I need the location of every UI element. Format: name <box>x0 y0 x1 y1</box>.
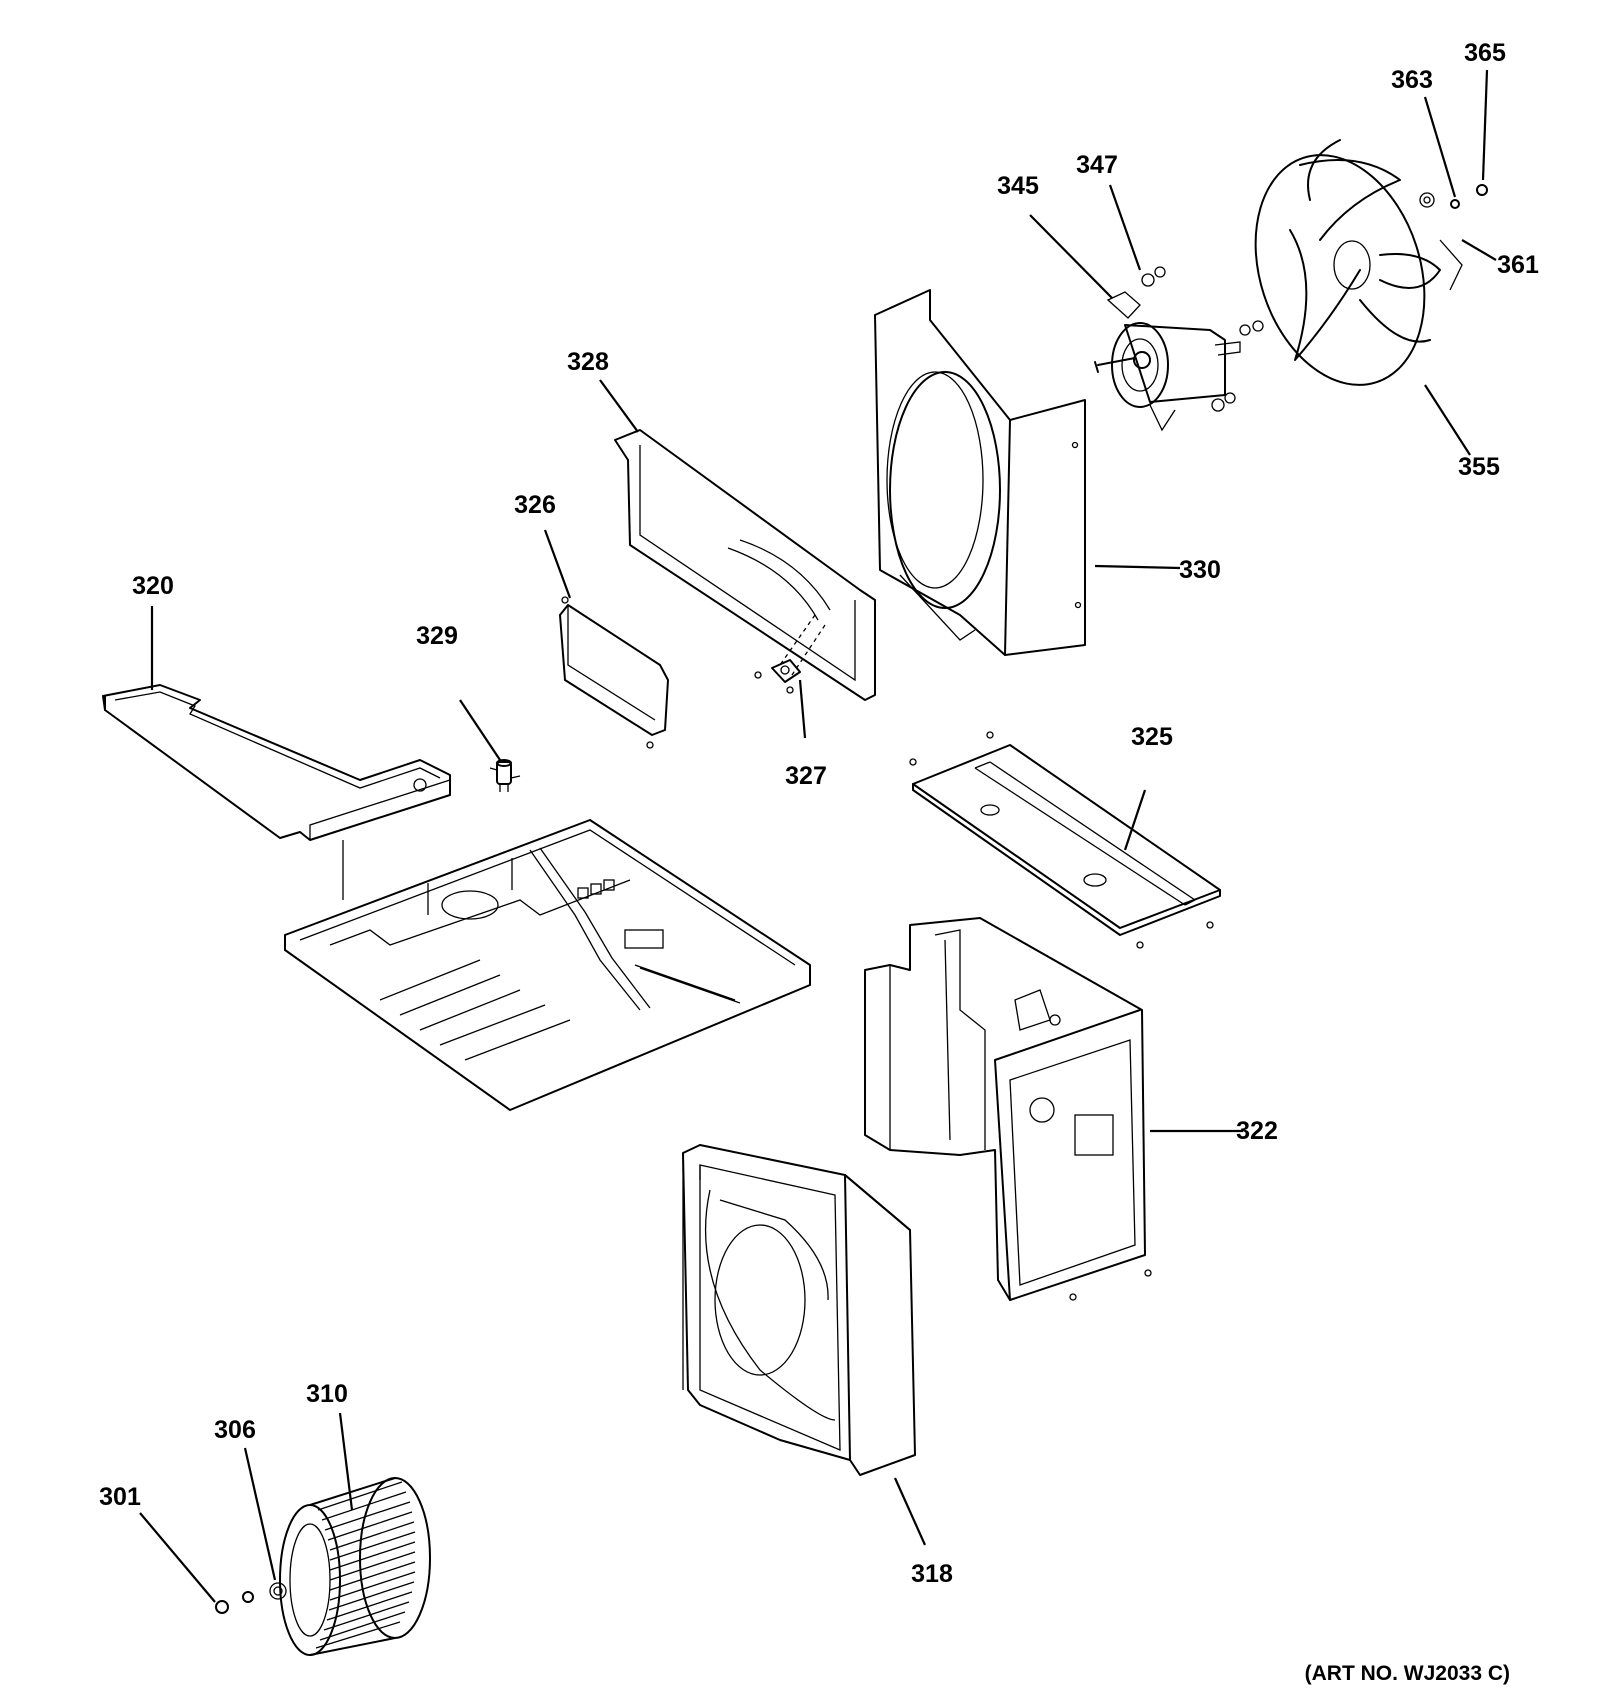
art-number: (ART NO. WJ2033 C) <box>1305 1662 1510 1685</box>
callout-329: 329 <box>416 622 458 650</box>
part-322-drain-trough <box>102 684 451 900</box>
fan-hardware <box>1419 184 1488 209</box>
callout-361: 361 <box>1497 251 1539 279</box>
part-355-fan-blade <box>1254 139 1463 386</box>
part-326-bracket <box>559 596 669 749</box>
part-329-switch <box>489 759 521 792</box>
callout-320: 322 <box>1236 1117 1278 1145</box>
callout-330: 330 <box>1179 556 1221 584</box>
part-330-shroud <box>874 289 1086 656</box>
base-pan <box>284 819 811 1111</box>
part-345-fan-motor <box>1094 266 1264 432</box>
part-325-cover-plate <box>909 731 1221 949</box>
callout-318: 318 <box>911 1560 953 1588</box>
callout-327: 327 <box>785 762 827 790</box>
callout-322: 320 <box>132 572 174 600</box>
part-318-blower-housing <box>682 1144 916 1476</box>
callout-347: 347 <box>1076 151 1118 179</box>
leader-lines <box>139 69 1497 1603</box>
callout-labels: 320 329 326 328 327 330 345 347 355 361 … <box>99 39 1539 1588</box>
callout-355: 355 <box>1458 453 1500 481</box>
callout-301: 301 <box>99 1483 141 1511</box>
callout-365: 365 <box>1464 39 1506 67</box>
callout-326: 326 <box>514 491 556 519</box>
part-310-blower-wheel <box>279 1477 431 1656</box>
part-320-control-box <box>864 917 1152 1301</box>
callout-328: 328 <box>567 348 609 376</box>
callout-306: 306 <box>214 1416 256 1444</box>
part-328-orifice-panel <box>614 429 876 701</box>
callout-363: 363 <box>1391 66 1433 94</box>
callout-325: 325 <box>1131 723 1173 751</box>
wheel-hardware <box>215 1582 287 1614</box>
part-327-small-bracket <box>754 659 801 694</box>
callout-310: 310 <box>306 1380 348 1408</box>
callout-345: 345 <box>997 172 1039 200</box>
